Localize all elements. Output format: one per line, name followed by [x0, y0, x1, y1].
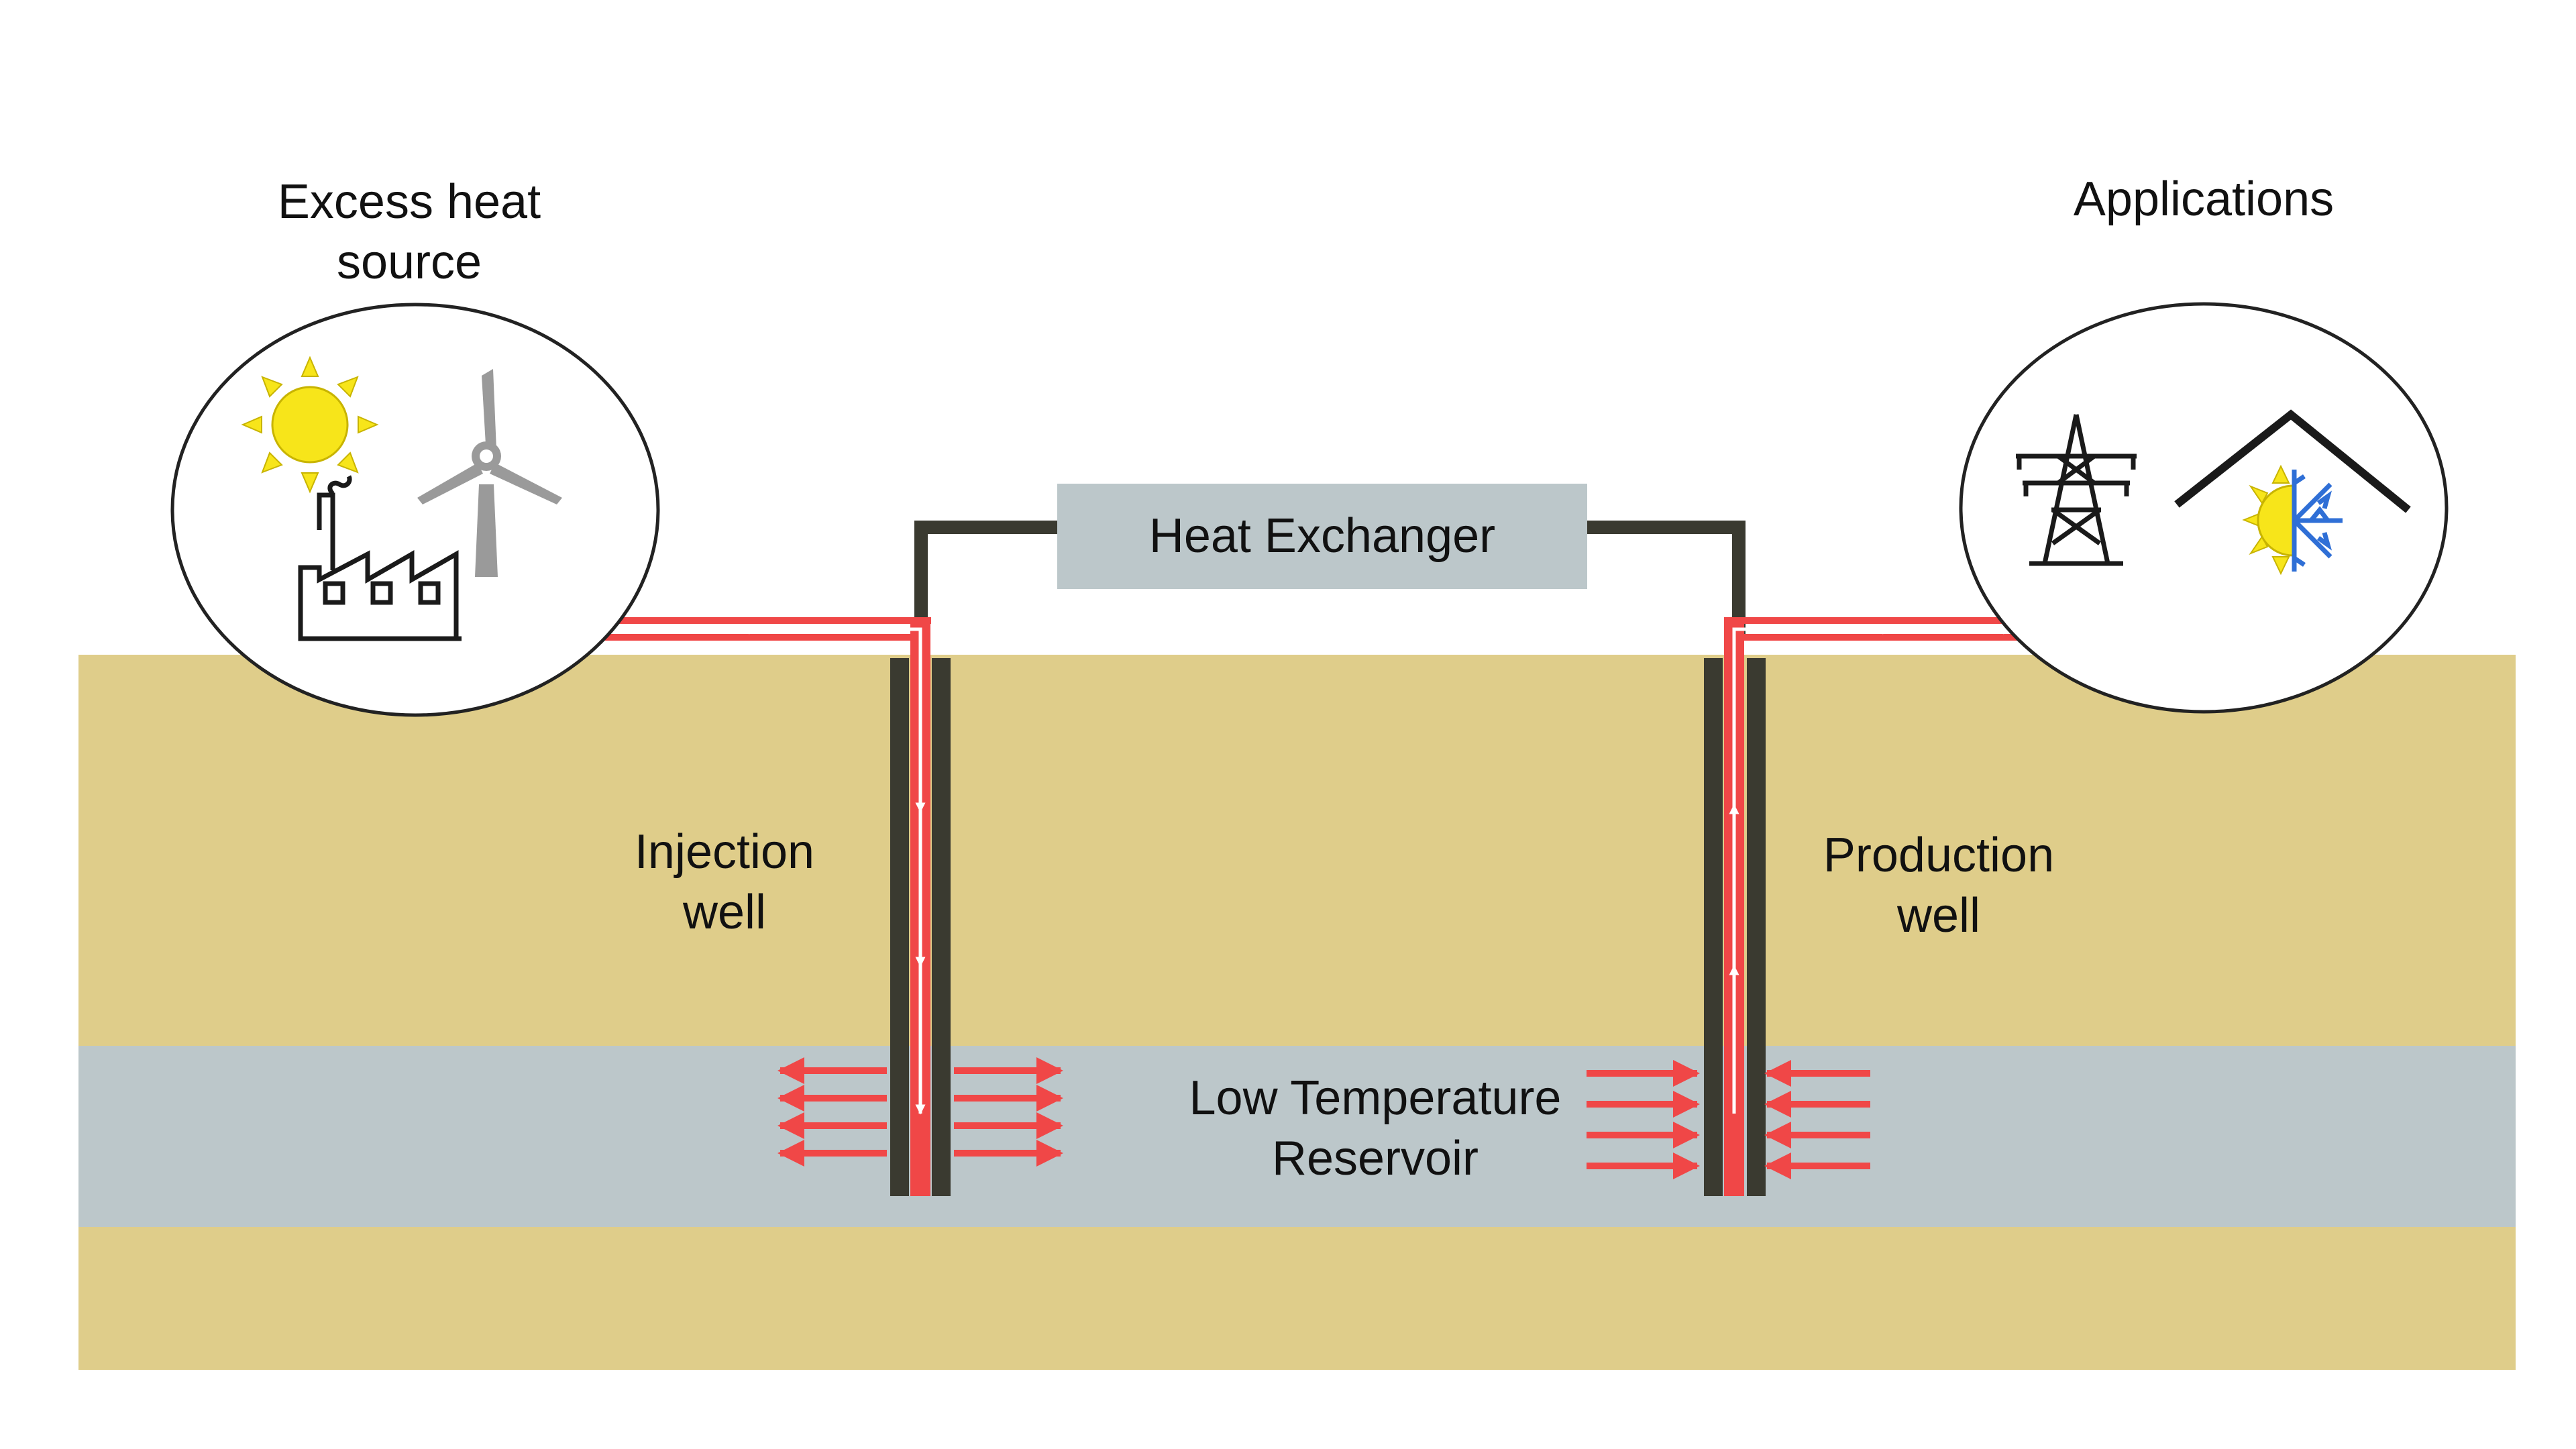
production-well-pipe — [1704, 621, 1766, 1196]
production-well-label: Production well — [1798, 825, 2080, 946]
heat-exchanger-box — [1057, 484, 1587, 589]
flow-direction-lines — [604, 624, 2014, 1115]
reservoir-label-line2: Reservoir — [1271, 1132, 1479, 1185]
injection-well-label: Injection well — [590, 822, 859, 943]
heat-exchanger-label: Heat Exchanger — [1057, 506, 1587, 566]
ground-upper — [78, 655, 2516, 1046]
heat-source-circle — [170, 303, 660, 717]
injection-well-label-line2: well — [682, 885, 767, 939]
injection-well-label-line1: Injection — [634, 825, 815, 879]
production-well-label-line1: Production — [1823, 828, 2055, 882]
heat-source-label: Excess heat source — [221, 172, 597, 292]
ground-lower — [78, 1227, 2516, 1370]
heat-source-label-line1: Excess heat — [277, 175, 541, 229]
reservoir-label: Low Temperature Reservoir — [1140, 1068, 1610, 1189]
production-arrows — [1587, 1060, 1870, 1179]
house-heating-cooling-icon — [2174, 409, 2411, 576]
reservoir-label-line1: Low Temperature — [1189, 1071, 1562, 1125]
pipe-network — [914, 521, 1746, 634]
surface-flow-lines — [604, 617, 2019, 641]
factory-icon — [298, 475, 462, 641]
sun-icon — [241, 356, 379, 494]
heat-exchanger-label-text: Heat Exchanger — [1148, 509, 1496, 563]
production-well-label-line2: well — [1896, 889, 1981, 943]
applications-circle — [1959, 302, 2449, 714]
injection-arrows — [777, 1057, 1063, 1167]
heat-source-label-line2: source — [336, 235, 482, 289]
reservoir-layer — [78, 1046, 2516, 1227]
applications-label-text: Applications — [2073, 172, 2334, 226]
applications-label: Applications — [2002, 169, 2405, 229]
power-pylon-icon — [2016, 414, 2137, 566]
wind-turbine-icon — [417, 369, 562, 577]
